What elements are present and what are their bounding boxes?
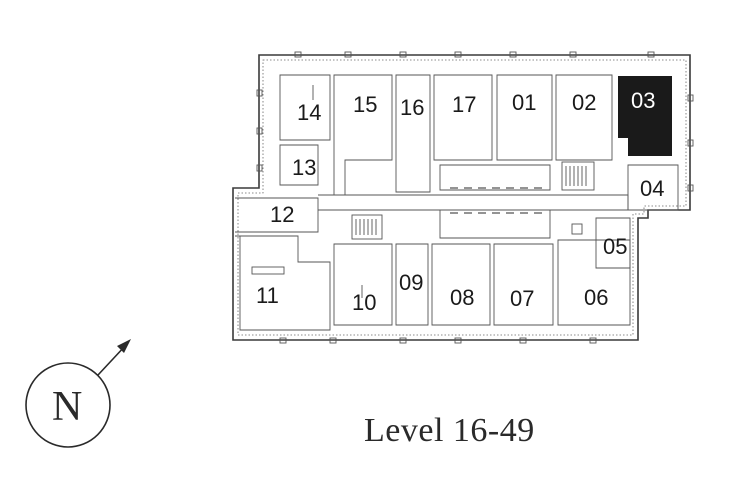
building-outline: [232, 51, 694, 344]
interior-walls: [235, 74, 679, 331]
north-compass: N: [25, 339, 131, 448]
unit-label-08[interactable]: 08: [450, 285, 474, 310]
unit-label-16[interactable]: 16: [400, 95, 424, 120]
unit-label-11[interactable]: 11: [256, 283, 279, 308]
unit-label-10[interactable]: 10: [352, 290, 376, 315]
unit-label-17[interactable]: 17: [452, 92, 476, 117]
unit-label-14[interactable]: 14: [297, 100, 321, 125]
unit-label-07[interactable]: 07: [510, 286, 534, 311]
unit-label-12[interactable]: 12: [270, 202, 294, 227]
unit-label-06[interactable]: 06: [584, 285, 608, 310]
unit-label-04[interactable]: 04: [640, 176, 664, 201]
level-caption: Level 16-49: [364, 412, 535, 449]
compass-letter: N: [52, 384, 82, 430]
unit-03-highlight[interactable]: [618, 76, 672, 156]
north-arrow-icon: [117, 339, 131, 353]
unit-labels: 01 02 03 04 05 06 07 08 09 10 11 12 13 1…: [256, 88, 664, 315]
unit-label-05[interactable]: 05: [603, 234, 627, 259]
unit-label-02[interactable]: 02: [572, 90, 596, 115]
unit-label-03[interactable]: 03: [631, 88, 655, 113]
unit-label-13[interactable]: 13: [292, 155, 316, 180]
unit-label-09[interactable]: 09: [399, 270, 423, 295]
unit-label-01[interactable]: 01: [512, 90, 536, 115]
unit-label-15[interactable]: 15: [353, 92, 377, 117]
